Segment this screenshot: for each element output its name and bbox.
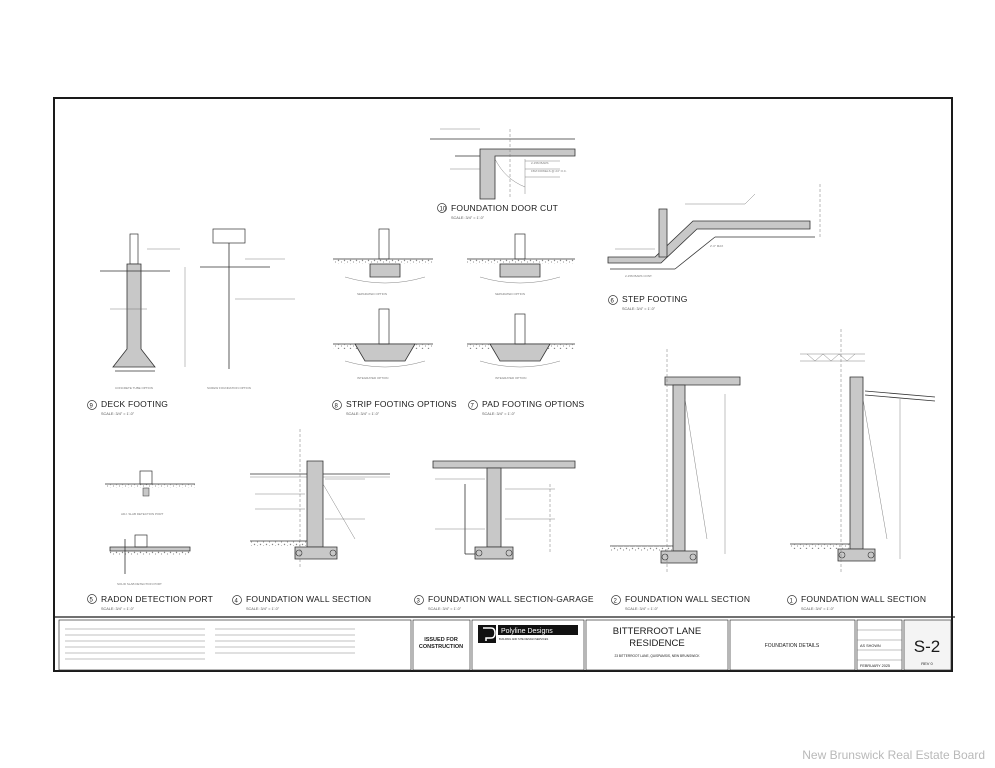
project-name-line-2: RESIDENCE: [629, 638, 684, 649]
pad-footing-number: 7: [471, 404, 475, 410]
general-notes-box: [58, 619, 412, 671]
firm-box: [471, 619, 585, 671]
door-cut-number: 10: [440, 207, 447, 213]
door-cut-title: FOUNDATION DOOR CUT: [451, 203, 558, 213]
drawing-canvas: 2-15M BARS 15M DOWELS @ 24" O.C. 10 FOUN…: [55, 128, 955, 671]
fws3-scale: SCALE: 3/4" = 1'-0": [428, 607, 462, 611]
fws2-number: 2: [614, 599, 618, 605]
fws1-number: 1: [790, 599, 794, 605]
deck-footing-title: DECK FOOTING: [101, 399, 168, 409]
detail-pad-footing: SEPARATED OPTION INTEGRATED OPTION 7 PAD…: [467, 233, 584, 416]
date-value: FEBRUARY 2025: [860, 664, 890, 668]
detail-foundation-door-cut: 2-15M BARS 15M DOWELS @ 24" O.C. 10 FOUN…: [430, 128, 576, 220]
drawing-title-box: [729, 619, 856, 671]
radon-scale: SCALE: 3/4" = 1'-0": [101, 607, 135, 611]
project-name-line-1: BITTERROOT LANE: [613, 626, 702, 637]
pad-integrated-label: INTEGRATED OPTION: [495, 376, 526, 380]
fws3-number: 3: [417, 599, 421, 605]
sheet-number: S-2: [914, 637, 940, 656]
revision: REV 0: [921, 661, 933, 666]
fws4-title: FOUNDATION WALL SECTION: [246, 594, 371, 604]
deck-footing-number: 9: [90, 404, 94, 410]
step-footing-title: STEP FOOTING: [622, 294, 688, 304]
firm-name: Polyline Designs: [501, 628, 553, 635]
deck-footing-scale: SCALE: 3/4" = 1'-0": [101, 412, 135, 416]
deck-option-2: SCREW FOUNDATION OPTION: [207, 386, 251, 390]
issued-box: [412, 619, 471, 671]
fws2-scale: SCALE: 3/4" = 1'-0": [625, 607, 659, 611]
detail-radon-port: ADJ. SLAB DETECTION PORT SOLID SLAB DETE…: [87, 470, 213, 611]
pad-separated-label: SEPARATED OPTION: [495, 292, 525, 296]
svg-text:SOLID SLAB DETECTION PORT: SOLID SLAB DETECTION PORT: [117, 582, 162, 586]
strip-integrated-label: INTEGRATED OPTION: [357, 376, 388, 380]
firm-tagline: BUILDING AND SITE DESIGN SERVICES: [499, 637, 549, 641]
strip-footing-title: STRIP FOOTING OPTIONS: [346, 399, 457, 409]
detail-strip-footing: SEPARATED OPTION INTEGRATED OPTION 8 STR…: [332, 228, 457, 416]
project-address: 23 BITTERROOT LANE, QUISPAMSIS, NEW BRUN…: [614, 654, 700, 658]
general-notes-lines: [65, 628, 355, 660]
fws4-number: 4: [235, 599, 239, 605]
fws1-scale: SCALE: 3/4" = 1'-0": [801, 607, 835, 611]
detail-foundation-wall-3: 3 FOUNDATION WALL SECTION-GARAGE SCALE: …: [414, 460, 594, 611]
deck-option-1: CONCRETE TUBE OPTION: [115, 386, 153, 390]
scale-value: AS SHOWN: [860, 644, 881, 648]
svg-text:ADJ. SLAB DETECTION PORT: ADJ. SLAB DETECTION PORT: [121, 512, 163, 516]
detail-foundation-wall-1: 1 FOUNDATION WALL SECTION SCALE: 3/4" = …: [787, 329, 936, 611]
drawing-sheet: 2-15M BARS 15M DOWELS @ 24" O.C. 10 FOUN…: [53, 97, 955, 672]
fws4-scale: SCALE: 3/4" = 1'-0": [246, 607, 280, 611]
issued-line-2: CONSTRUCTION: [419, 644, 463, 650]
strip-footing-number: 8: [335, 404, 339, 410]
detail-step-footing: 2'-0" MAX 2-15M BARS CONT. 6 STEP FOOTIN…: [607, 184, 821, 311]
svg-text:2-15M BARS CONT.: 2-15M BARS CONT.: [625, 274, 653, 278]
step-footing-number: 6: [611, 299, 615, 305]
pad-footing-scale: SCALE: 3/4" = 1'-0": [482, 412, 516, 416]
fws2-title: FOUNDATION WALL SECTION: [625, 594, 750, 604]
svg-text:2-15M BARS: 2-15M BARS: [531, 161, 549, 165]
pad-footing-title: PAD FOOTING OPTIONS: [482, 399, 584, 409]
strip-footing-scale: SCALE: 3/4" = 1'-0": [346, 412, 380, 416]
drawing-title: FOUNDATION DETAILS: [765, 643, 820, 649]
door-cut-scale: SCALE: 3/4" = 1'-0": [451, 216, 485, 220]
title-block: ISSUED FOR CONSTRUCTION Polyline Designs…: [55, 616, 955, 671]
detail-deck-footing: CONCRETE TUBE OPTION SCREW FOUNDATION OP…: [87, 228, 295, 416]
project-box: [585, 619, 729, 671]
step-footing-scale: SCALE: 3/4" = 1'-0": [622, 307, 656, 311]
radon-number: 5: [90, 598, 94, 604]
info-box: [856, 619, 903, 671]
detail-foundation-wall-4: 4 FOUNDATION WALL SECTION SCALE: 3/4" = …: [232, 429, 390, 611]
watermark: New Brunswick Real Estate Board: [802, 748, 985, 762]
fws3-title: FOUNDATION WALL SECTION-GARAGE: [428, 594, 594, 604]
detail-foundation-wall-2: 2 FOUNDATION WALL SECTION SCALE: 3/4" = …: [610, 349, 750, 611]
radon-title: RADON DETECTION PORT: [101, 594, 213, 604]
sheet-number-box: [903, 619, 952, 671]
svg-text:2'-0" MAX: 2'-0" MAX: [710, 244, 723, 248]
fws1-title: FOUNDATION WALL SECTION: [801, 594, 926, 604]
svg-text:15M DOWELS @ 24" O.C.: 15M DOWELS @ 24" O.C.: [531, 169, 567, 173]
strip-separated-label: SEPARATED OPTION: [357, 292, 387, 296]
issued-line-1: ISSUED FOR: [424, 637, 458, 643]
